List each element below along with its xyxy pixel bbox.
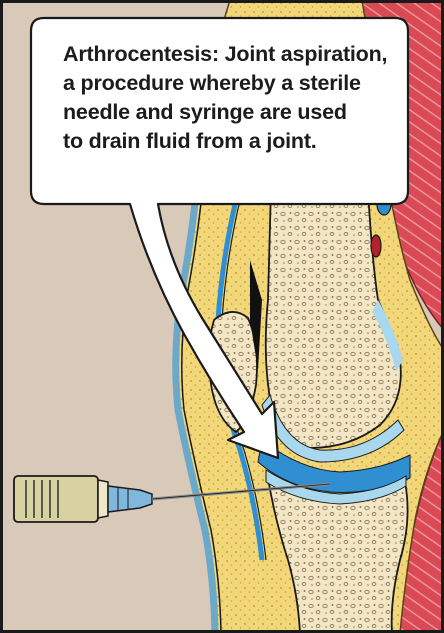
callout-line-4: to drain fluid from a joint.	[63, 127, 393, 156]
callout-line-3: needle and syringe are used	[63, 98, 393, 127]
callout-text: Arthrocentesis: Joint aspiration, a proc…	[63, 40, 393, 156]
syringe-tip-cap	[98, 480, 108, 518]
callout-line-1: Arthrocentesis: Joint aspiration,	[63, 40, 393, 69]
callout-line-2: a procedure whereby a sterile	[63, 69, 393, 98]
vessel-red	[371, 235, 381, 257]
